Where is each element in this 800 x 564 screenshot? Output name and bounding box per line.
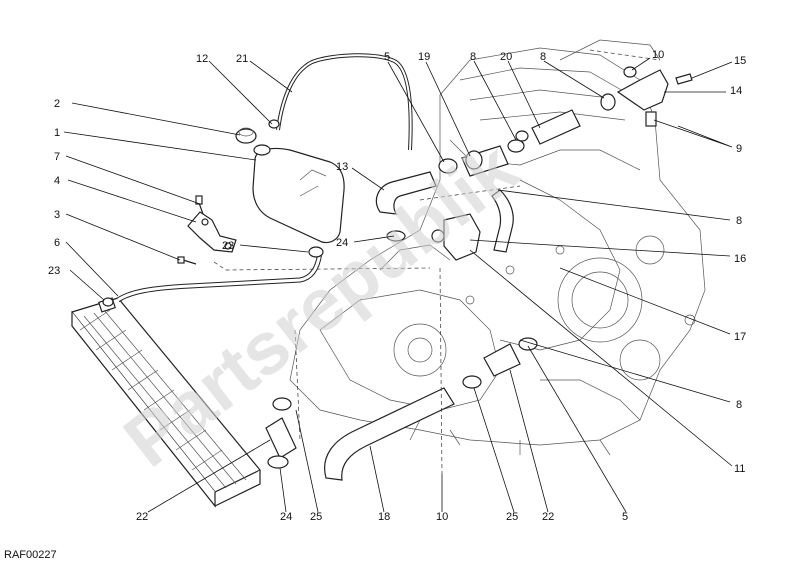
callout-label: 11: [734, 463, 745, 475]
tank-to-radiator-hose-inner: [117, 251, 322, 302]
callout-label: 17: [734, 331, 746, 343]
callout-label: 16: [734, 253, 746, 265]
expansion-tank: [235, 127, 345, 244]
callout-label: 14: [730, 85, 742, 97]
callout-label: 2: [54, 98, 60, 110]
callout-label: 8: [470, 51, 476, 63]
callout-label: 13: [336, 161, 348, 173]
upper-hose: [375, 171, 437, 215]
callout-label: 18: [378, 511, 390, 523]
reference-code: RAF00227: [4, 549, 57, 561]
callout-label: 7: [54, 151, 60, 163]
radiator: [70, 297, 261, 508]
callout-label: 5: [622, 511, 628, 523]
overflow-hose-inner: [277, 54, 412, 151]
callout-label: 19: [418, 51, 430, 63]
callout-label: 22: [542, 511, 554, 523]
callout-label: 5: [384, 51, 390, 63]
callout-label: 23: [48, 265, 60, 277]
mounting-bracket: [177, 195, 237, 265]
callout-label: 25: [310, 511, 322, 523]
callout-label: 8: [540, 51, 546, 63]
callout-label: 24: [280, 511, 292, 523]
short-hose-left: [265, 417, 297, 459]
callout-label: 6: [54, 237, 60, 249]
callout-label: 1: [54, 127, 60, 139]
coolant-fitting: [616, 69, 669, 111]
callout-label: 24: [336, 237, 348, 249]
overflow-hose: [276, 53, 413, 151]
callout-label: 4: [54, 175, 60, 187]
callout-numbers: 2 1 7 4 3 6 23 12 21 23 24 13 5 19 8 20 …: [48, 49, 746, 523]
callout-label: 20: [500, 51, 512, 63]
callout-label: 3: [54, 209, 60, 221]
callout-label: 23: [222, 240, 234, 252]
thermostat-housing: [443, 213, 481, 261]
short-hose-right: [483, 343, 521, 377]
callout-label: 9: [736, 143, 742, 155]
callout-label: 8: [736, 399, 742, 411]
callout-label: 10: [436, 511, 448, 523]
callout-label: 8: [736, 215, 742, 227]
callout-label: 22: [136, 511, 148, 523]
callout-label: 21: [236, 53, 248, 65]
water-pipe-upper: [531, 109, 581, 145]
callout-label: 25: [506, 511, 518, 523]
callout-label: 12: [196, 53, 208, 65]
leader-lines: [63, 57, 733, 513]
thermostat-elbow-hose: [491, 189, 514, 253]
callout-label: 15: [734, 55, 746, 67]
lower-hose: [324, 387, 455, 481]
callout-label: 10: [652, 49, 664, 61]
